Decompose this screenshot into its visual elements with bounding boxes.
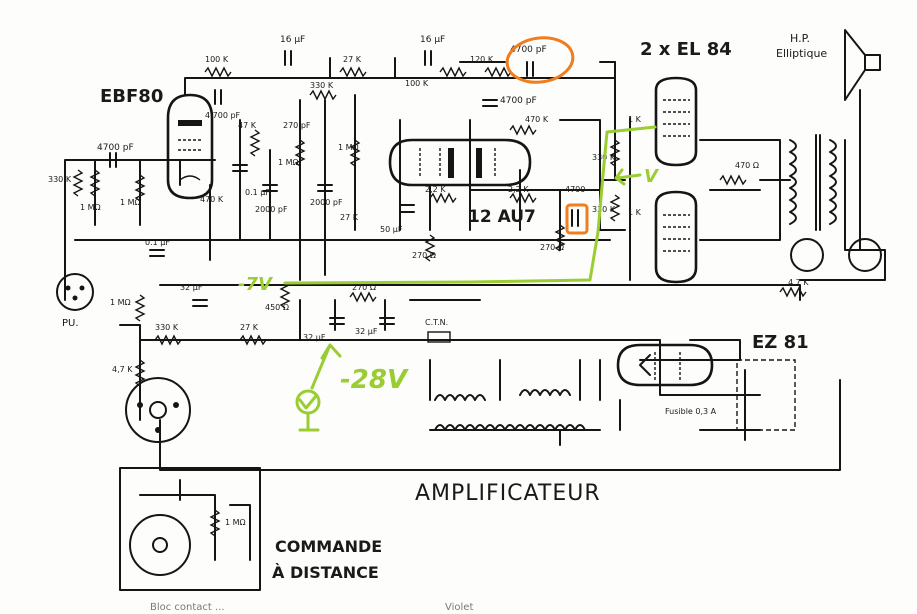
label-r-27k-mid: 27 K (340, 213, 359, 222)
title-a-distance: À DISTANCE (272, 563, 379, 582)
label-r-1m-b: 1 MΩ (120, 198, 141, 207)
label-r-47k-pot: 4,7 K (112, 365, 133, 374)
remote-socket (129, 514, 191, 576)
label-r-1m-d: 1 MΩ (338, 143, 359, 152)
label-r-470k-au7: 470 K (525, 115, 549, 124)
label-r-1m-a: 1 MΩ (80, 203, 101, 212)
label-c-16uf-b: 16 μF (420, 35, 445, 45)
label-r-1m-bias: 1 MΩ (110, 298, 131, 307)
tube-ebf80-symbol (166, 93, 214, 200)
label-c-4700-au7: 4700 pF (500, 96, 537, 106)
label-r-270-b: 270 Ω (540, 243, 564, 252)
label-c-270pf: 270 pF (283, 121, 311, 130)
label-c-32uf-a: 32 μF (303, 333, 326, 342)
annotation-v: V (644, 166, 660, 187)
tube-label-12au7: 12 AU7 (468, 207, 536, 227)
label-r-1m-remote: 1 MΩ (225, 518, 246, 527)
tube-label-el84: 2 x EL 84 (640, 39, 732, 60)
label-r-22k-b: 2,2 K (508, 185, 529, 194)
component-labels: 4700 pF 330 K 1 MΩ 1 MΩ 100 K 4.700 pF 1… (48, 35, 809, 527)
annotation-minus-7v: -7V (238, 274, 274, 295)
label-r-470-out: 470 Ω (735, 161, 759, 170)
label-r-27k-top: 27 K (343, 55, 362, 64)
label-c-01uf-b: 0.1 μF (245, 188, 270, 197)
label-r-120k: 120 K (470, 55, 494, 64)
tube-label-ez81: EZ 81 (752, 332, 809, 353)
label-c-2000pf-b: 2000 pF (310, 198, 343, 207)
tube-label-ebf80: EBF80 (100, 86, 163, 107)
pu-input-socket (56, 273, 94, 311)
label-r-22k-a: 2,2 K (425, 185, 446, 194)
label-r-1m-c: 1 MΩ (278, 158, 299, 167)
caption-cut-left: Bloc contact ... (150, 602, 225, 613)
green-annotations: -7V -28V V (238, 125, 660, 432)
label-c-4700-ebf: 4.700 pF (205, 111, 241, 120)
orange-annotations (505, 36, 589, 235)
label-c-50uf: 50 μF (380, 225, 403, 234)
label-c-4700-circled: 4700 pF (510, 45, 547, 55)
label-r-47k-fb: 4,7 K (788, 278, 809, 287)
label-r-1k-a: 1 K (628, 115, 642, 124)
label-r-330k-top: 330 K (310, 81, 334, 90)
tube-ez81-symbol (616, 343, 714, 387)
label-c-32uf-c: 32 μF (180, 283, 203, 292)
label-r-100k-b: 100 K (405, 79, 429, 88)
label-c-01uf: 0.1 μF (145, 238, 170, 247)
circuit-wiring (64, 29, 886, 591)
label-r-470k-left: 470 K (200, 195, 224, 204)
speaker-label-hp: H.P. (790, 32, 810, 45)
title-amplificateur: AMPLIFICATEUR (415, 481, 601, 506)
title-commande: COMMANDE (275, 537, 382, 556)
speaker-label-type: Elliptique (776, 47, 827, 60)
label-ctn: C.T.N. (425, 318, 448, 327)
label-r-450: 450 Ω (265, 303, 289, 312)
label-r-270-supply: 270 Ω (352, 283, 376, 292)
label-r-1k-b: 1 K (628, 208, 642, 217)
label-pu: PU. (62, 318, 79, 329)
label-c-32uf-b: 32 μF (355, 327, 378, 336)
tube-12au7-symbol (388, 138, 532, 187)
caption-cut-right: Violet (445, 602, 473, 613)
label-r-330k-el-b: 330 K (592, 205, 616, 214)
label-c-in: 4700 pF (97, 143, 134, 153)
speaker-socket (790, 238, 882, 272)
resistors (72, 66, 807, 537)
label-c-2000pf-a: 2000 pF (255, 205, 288, 214)
label-c-16uf-a: 16 μF (280, 35, 305, 45)
power-socket (125, 377, 191, 443)
tube-el84-upper-symbol (654, 76, 698, 167)
annotation-minus-28v: -28V (340, 365, 409, 395)
label-r-270-a: 270 Ω (412, 251, 436, 260)
label-r-330k-bias: 330 K (155, 323, 179, 332)
label-r-27k-supply: 27 K (240, 323, 259, 332)
tube-el84-lower-symbol (654, 190, 698, 284)
label-c-4700-boxed: 4700 (565, 185, 585, 194)
label-r-100k: 100 K (205, 55, 229, 64)
label-fuse: Fusible 0,3 A (665, 407, 717, 416)
label-r-47k-a: 47 K (238, 121, 257, 130)
label-r-in: 330 K (48, 175, 72, 184)
capacitors (109, 50, 579, 325)
